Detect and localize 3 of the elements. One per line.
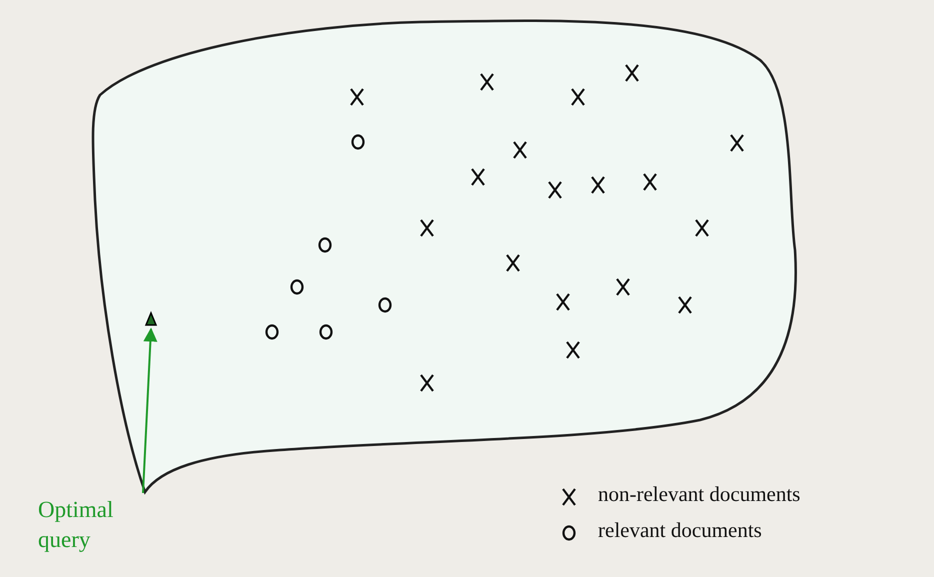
callout-label: Optimal query [38, 495, 158, 555]
legend-label: relevant documents [598, 518, 762, 543]
legend-label: non-relevant documents [598, 482, 800, 507]
